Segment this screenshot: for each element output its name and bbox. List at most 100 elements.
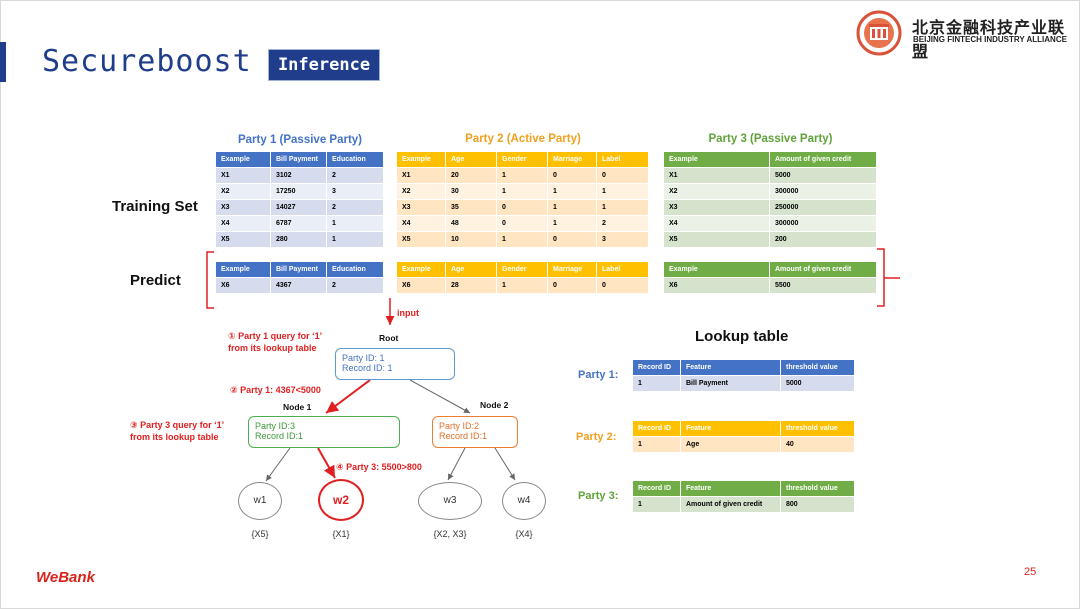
node2-label: Node 2	[480, 400, 509, 410]
table-cell: X4	[216, 216, 271, 232]
party2-title: Party 2 (Active Party)	[465, 133, 581, 145]
table-cell: 1	[548, 200, 597, 216]
column-header: Example	[397, 262, 446, 278]
root-node: Party ID: 1 Record ID: 1	[335, 348, 455, 380]
table-cell: 5000	[770, 168, 877, 184]
table-cell: 1	[633, 497, 681, 513]
column-header: Label	[597, 152, 649, 168]
table-cell: 5000	[781, 376, 855, 392]
column-header: Example	[216, 262, 271, 278]
table-header-row: Example Amount of given credit	[664, 262, 877, 278]
leaf-w2: w2	[318, 479, 364, 521]
column-header: Gender	[497, 262, 548, 278]
table-cell: 2	[597, 216, 649, 232]
table-cell: 35	[446, 200, 497, 216]
table-cell: 14027	[271, 200, 327, 216]
table-cell: X6	[664, 278, 770, 294]
section-badge: Inference	[268, 49, 380, 81]
table-cell: 1	[597, 200, 649, 216]
leaf-w3-set: {X2, X3}	[433, 529, 467, 539]
table-cell: 1	[633, 437, 681, 453]
table-cell: X1	[216, 168, 271, 184]
alliance-logo-icon	[856, 10, 902, 56]
leaf-w4-set: {X4}	[515, 529, 533, 539]
table-cell: X5	[397, 232, 446, 248]
column-header: Feature	[681, 360, 781, 376]
root-party-id: Party ID: 1	[342, 353, 385, 363]
table-cell: X1	[397, 168, 446, 184]
lookup-table-title: Lookup table	[695, 328, 789, 345]
node1-record-id: Record ID:1	[255, 431, 304, 441]
leaf-w1-set: {X5}	[251, 529, 269, 539]
node1-to-w2-edge	[317, 447, 336, 479]
predict-label: Predict	[130, 272, 181, 289]
table-cell: 0	[548, 232, 597, 248]
training-set-label: Training Set	[112, 198, 198, 215]
column-header: Example	[664, 262, 770, 278]
alliance-name-en: BEIJING FINTECH INDUSTRY ALLIANCE	[913, 35, 1067, 44]
node2-party-id: Party ID:2	[439, 421, 480, 431]
lookup-party1-label: Party 1:	[578, 369, 619, 381]
table-cell: 1	[548, 216, 597, 232]
column-header: Feature	[681, 481, 781, 497]
table-cell: 3	[597, 232, 649, 248]
column-header: Amount of given credit	[770, 262, 877, 278]
table-cell: X6	[216, 278, 271, 294]
step1-line1: ① Party 1 query for ‘1’	[228, 331, 323, 341]
table-row: 1 Bill Payment 5000	[633, 376, 855, 392]
predict-bracket-left	[206, 251, 214, 309]
table-cell: 250000	[770, 200, 877, 216]
table-cell: 300000	[770, 216, 877, 232]
table-cell: 800	[781, 497, 855, 513]
table-header-row: Record ID Feature threshold value	[633, 421, 855, 437]
table-cell: 1	[597, 184, 649, 200]
table-cell: 0	[497, 216, 548, 232]
table-header-row: Example Bill Payment Education	[216, 262, 384, 278]
table-cell: 4367	[271, 278, 327, 294]
table-cell: 0	[548, 278, 597, 294]
table-cell: 200	[770, 232, 877, 248]
root-to-node2-edge	[409, 379, 471, 414]
step3-line2: from its lookup table	[130, 432, 219, 442]
table-cell: X4	[664, 216, 770, 232]
node2-record-id: Record ID:1	[439, 431, 488, 441]
column-header: Age	[446, 262, 497, 278]
table-header-row: Example Age Gender Marriage Label	[397, 262, 649, 278]
column-header: Example	[664, 152, 770, 168]
step3-line1: ③ Party 3 query for ‘1’	[130, 420, 225, 430]
step4-annotation: ④ Party 3: 5500>800	[336, 462, 422, 472]
root-label: Root	[379, 333, 399, 343]
table-cell: X4	[397, 216, 446, 232]
table-cell: 0	[548, 168, 597, 184]
lookup-party3-label: Party 3:	[578, 490, 619, 502]
column-header: Record ID	[633, 360, 681, 376]
table-cell: Amount of given credit	[681, 497, 781, 513]
table-cell: 0	[597, 168, 649, 184]
table-cell: X3	[664, 200, 770, 216]
table-cell: 2	[327, 200, 384, 216]
lookup-party3-table: Record ID Feature threshold value 1 Amou…	[633, 481, 855, 513]
step1-annotation: ① Party 1 query for ‘1’ from its lookup …	[228, 330, 322, 354]
predict-bracket-right	[877, 248, 885, 307]
step3-annotation: ③ Party 3 query for ‘1’ from its lookup …	[130, 419, 224, 443]
table-cell: 0	[597, 278, 649, 294]
table-cell: 1	[497, 278, 548, 294]
table-row: 1 Amount of given credit 800	[633, 497, 855, 513]
node1-party-id: Party ID:3	[255, 421, 296, 431]
column-header: Marriage	[548, 152, 597, 168]
column-header: Record ID	[633, 421, 681, 437]
party1-title: Party 1 (Passive Party)	[237, 134, 363, 146]
column-header: Amount of given credit	[770, 152, 877, 168]
table-cell: X2	[664, 184, 770, 200]
